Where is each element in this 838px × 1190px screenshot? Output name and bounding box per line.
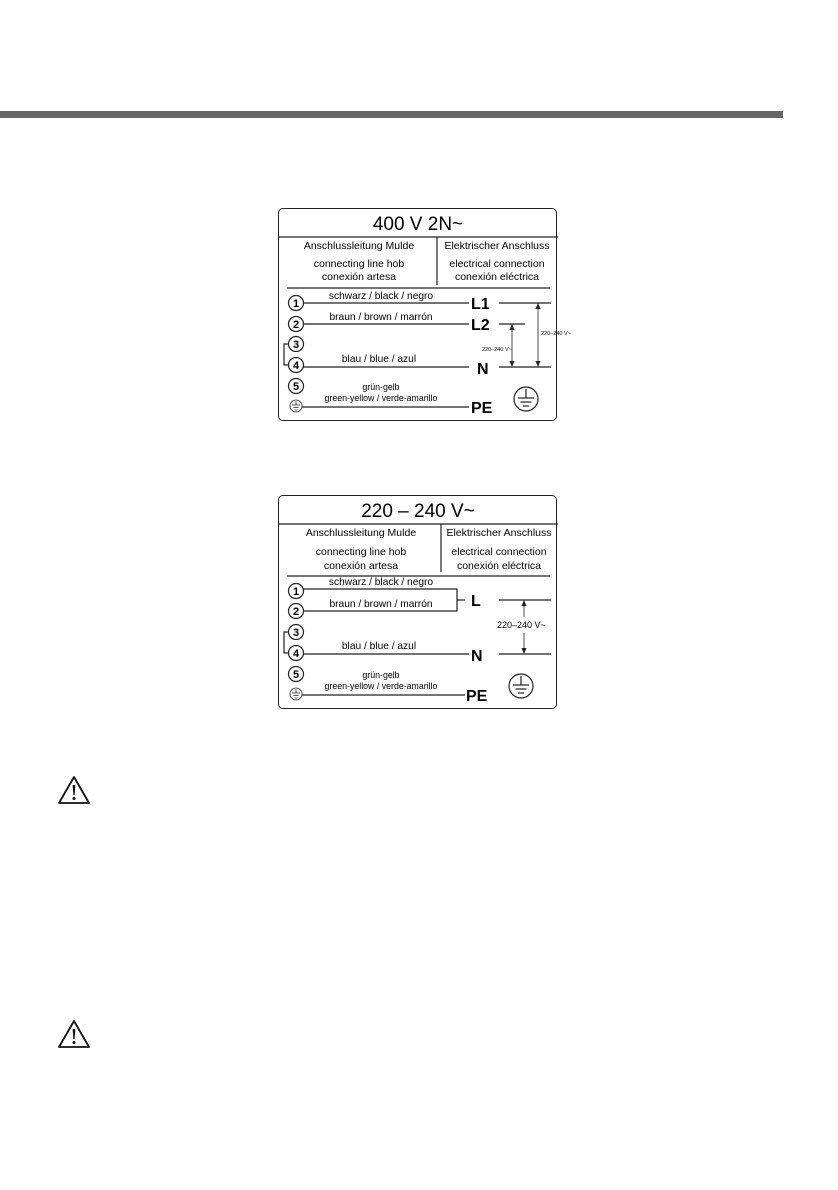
wire-number-badge	[287, 335, 305, 353]
wire-number-badge	[287, 644, 305, 662]
voltage-arrow-outer: 220–240 V~	[535, 303, 571, 367]
earth-terminal-icon	[508, 673, 534, 699]
wire-number-badge	[287, 356, 305, 374]
wire-number: 5	[293, 669, 299, 681]
wiring-diagram-230v: 220 – 240 V~ Anschlussleitung Mulde conn…	[278, 495, 558, 709]
header-right-es: conexión eléctrica	[457, 560, 541, 572]
wire-color-label: schwarz / black / negro	[329, 291, 434, 302]
wire-5: 5 grün-gelb green-yellow / verde-amarill…	[287, 377, 539, 417]
wiring-diagram-230v-svg: 220 – 240 V~ Anschlussleitung Mulde conn…	[279, 501, 558, 705]
header-right-es: conexión eléctrica	[455, 271, 539, 283]
diagram-title: 220 – 240 V~	[361, 501, 475, 522]
voltage-arrow: 220–240 V~	[497, 600, 546, 654]
wire-color-label: green-yellow / verde-amarillo	[325, 681, 438, 691]
wire-number: 2	[293, 319, 299, 331]
voltage-label: 220–240 V~	[541, 331, 571, 337]
terminal-label: L	[471, 593, 481, 610]
wire-number: 3	[293, 627, 299, 639]
header-rule	[0, 111, 783, 118]
wire-color-label: braun / brown / marrón	[329, 599, 432, 610]
voltage-label: 220–240 V~	[497, 620, 546, 630]
terminal-label: N	[471, 648, 483, 665]
header-left-en: connecting line hob	[316, 546, 407, 558]
wire-color-label: blau / blue / azul	[342, 354, 416, 365]
wire-color-label: green-yellow / verde-amarillo	[325, 393, 438, 403]
terminal-label: L2	[471, 317, 490, 334]
wire-5: 5 grün-gelb green-yellow / verde-amarill…	[287, 665, 534, 705]
wire-color-label: grün-gelb	[362, 382, 399, 392]
bridge-3-4	[283, 631, 288, 654]
warning-triangle-icon	[58, 776, 90, 804]
wire-color-label: braun / brown / marrón	[329, 312, 432, 323]
bridge-3-4	[283, 343, 288, 366]
voltage-arrow-inner: 220–240 V~	[482, 324, 515, 367]
header-right-de: Elektrischer Anschluss	[446, 527, 551, 539]
wire-2: 2 braun / brown / marrón	[287, 599, 433, 620]
terminal-label: PE	[466, 688, 488, 705]
wire-number-badge	[287, 377, 305, 395]
header-right-de: Elektrischer Anschluss	[444, 240, 549, 252]
wire-number: 5	[293, 381, 299, 393]
wire-3: 3	[287, 335, 305, 353]
wire-number: 4	[293, 360, 300, 372]
wire-color-label: blau / blue / azul	[342, 641, 416, 652]
wire-number: 2	[293, 606, 299, 618]
earth-symbol-icon	[289, 399, 303, 413]
wire-color-label: schwarz / black / negro	[329, 577, 434, 588]
wire-number-badge	[287, 582, 305, 600]
wire-number: 3	[293, 339, 299, 351]
wire-3: 3	[287, 623, 305, 641]
header-right-en: electrical connection	[449, 258, 544, 270]
wire-1: 1 schwarz / black / negro L1	[287, 291, 551, 313]
earth-symbol-icon	[289, 687, 303, 701]
wire-number: 1	[293, 298, 299, 310]
terminal-label: L1	[471, 296, 490, 313]
wire-4: 4 blau / blue / azul N	[287, 354, 551, 378]
earth-terminal-icon	[513, 386, 539, 412]
voltage-label: 220–240 V~	[482, 347, 512, 353]
header-left-de: Anschlussleitung Mulde	[304, 240, 414, 252]
terminal-label: PE	[471, 400, 493, 417]
header-left-en: connecting line hob	[314, 258, 405, 270]
wire-2: 2 braun / brown / marrón L2	[287, 312, 525, 334]
wire-number-badge	[287, 623, 305, 641]
terminal-label: N	[477, 361, 489, 378]
header-left-es: conexión artesa	[322, 271, 396, 283]
header-left-de: Anschlussleitung Mulde	[306, 527, 416, 539]
wire-color-label: grün-gelb	[362, 670, 399, 680]
diagram-title: 400 V 2N~	[373, 214, 463, 235]
wire-4: 4 blau / blue / azul N	[287, 641, 551, 665]
wire-number: 1	[293, 586, 299, 598]
wire-number: 4	[293, 648, 300, 660]
wiring-diagram-400v: 400 V 2N~ Anschlussleitung Mulde connect…	[278, 208, 571, 421]
header-right-en: electrical connection	[451, 546, 546, 558]
warning-triangle-icon	[58, 1020, 90, 1048]
wire-1: 1 schwarz / black / negro	[287, 577, 434, 600]
header-left-es: conexión artesa	[324, 560, 398, 572]
wiring-diagram-400v-svg: 400 V 2N~ Anschlussleitung Mulde connect…	[279, 214, 571, 417]
wire-number-badge	[287, 665, 305, 683]
